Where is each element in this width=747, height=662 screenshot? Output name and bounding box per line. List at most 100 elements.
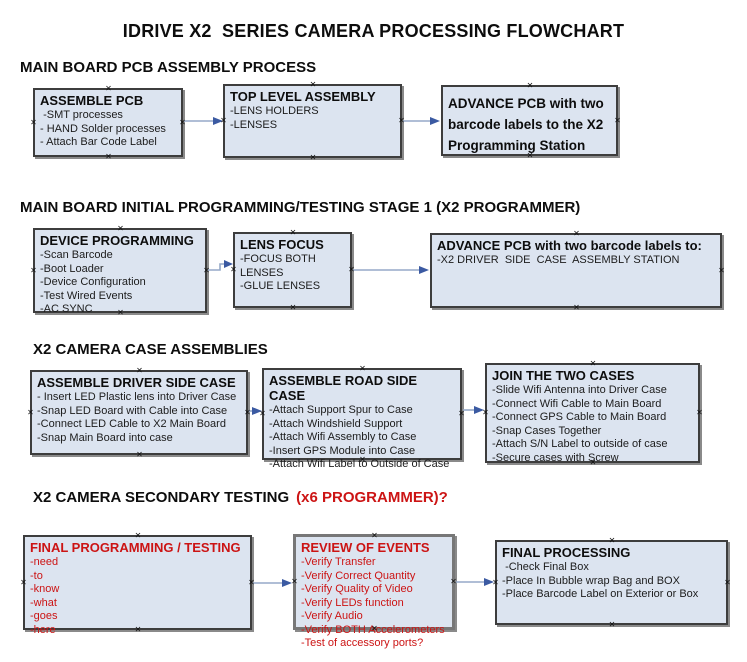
box-item: -Verify Audio (301, 610, 363, 622)
box-title: ASSEMBLE ROAD SIDE CASE (269, 373, 421, 403)
connector-handle-icon (247, 578, 256, 587)
box-title: FINAL PROCESSING (502, 545, 631, 560)
connector-handle-icon (289, 303, 298, 312)
heading-red-part: (x6 PROGRAMMER)? (296, 489, 448, 506)
box-title: ASSEMBLE DRIVER SIDE CASE (37, 375, 236, 390)
connector-handle-icon (219, 116, 228, 125)
connector-handle-icon (104, 84, 113, 93)
box-item: -Snap Cases Together (492, 424, 602, 437)
box-item: -Verify LEDs function (301, 596, 404, 609)
box-item: -Scan Barcode (40, 249, 113, 261)
flow-box-assemble-road-side-case: ASSEMBLE ROAD SIDE CASE -Attach Support … (262, 368, 462, 470)
connector-handle-icon (723, 578, 732, 587)
flow-box-final-programming-testing: FINAL PROGRAMMING / TESTING -need -to -k… (23, 535, 252, 636)
flow-box-advance-pcb-programming-station: ADVANCE PCB with two barcode labels to t… (441, 85, 618, 156)
connector-handle-icon (178, 118, 187, 127)
box-title: JOIN THE TWO CASES (492, 368, 635, 383)
connector-handle-icon (526, 81, 535, 90)
box-item: -here (30, 623, 56, 636)
box-title: FINAL PROGRAMMING / TESTING (30, 540, 241, 555)
connector-handle-icon (370, 531, 379, 540)
box-item: -AC SYNC (40, 303, 93, 315)
flow-box-lens-focus: LENS FOCUS -FOCUS BOTH LENSES -GLUE LENS… (233, 232, 352, 308)
flow-arrow (353, 266, 429, 274)
box-item: -LENSES (230, 118, 278, 131)
connector-handle-icon (572, 229, 581, 238)
box-item: -Place Barcode Label on Exterior or Box (502, 588, 699, 600)
connector-handle-icon (457, 409, 466, 418)
connector-handle-icon (134, 625, 143, 634)
flow-box-assemble-pcb: ASSEMBLE PCB -SMT processes - HAND Solde… (33, 88, 183, 157)
connector-handle-icon (717, 266, 726, 275)
section-heading-secondary-testing: X2 CAMERA SECONDARY TESTING (x6 PROGRAMME… (33, 489, 448, 506)
box-item: -goes (30, 610, 58, 622)
box-item: -know (30, 583, 60, 595)
box-title: ADVANCE PCB with two barcode labels to: (437, 238, 702, 253)
box-item: - Insert LED Plastic lens into Driver Ca… (37, 391, 237, 403)
section-heading-initial-programming: MAIN BOARD INITIAL PROGRAMMING/TESTING S… (20, 199, 581, 216)
box-item: -Test Wired Events (40, 289, 133, 302)
connector-handle-icon (589, 458, 598, 467)
connector-handle-icon (613, 116, 622, 125)
connector-handle-icon (491, 578, 500, 587)
box-item: -Verify Correct Quantity (301, 569, 416, 582)
section-heading-pcb-assembly: MAIN BOARD PCB ASSEMBLY PROCESS (20, 59, 317, 76)
flow-arrow (403, 117, 440, 125)
box-title: REVIEW OF EVENTS (301, 540, 430, 555)
connector-handle-icon (309, 80, 318, 89)
box-item: -FOCUS BOTH LENSES (240, 253, 319, 279)
connector-handle-icon (397, 116, 406, 125)
heading-black-part: X2 CAMERA SECONDARY TESTING (33, 489, 290, 506)
connector-handle-icon (449, 577, 458, 586)
box-title: LENS FOCUS (240, 237, 324, 252)
connector-handle-icon (29, 266, 38, 275)
connector-handle-icon (19, 578, 28, 587)
flow-box-device-programming: DEVICE PROGRAMMING -Scan Barcode -Boot L… (33, 228, 207, 315)
box-title: ASSEMBLE PCB (40, 93, 144, 108)
flow-arrow-elbow (208, 260, 233, 271)
box-item: -Connect GPS Cable to Main Board (492, 411, 667, 423)
box-item: -Check Final Box (502, 561, 589, 573)
connector-handle-icon (29, 118, 38, 127)
box-item: -X2 DRIVER SIDE CASE ASSEMBLY STATION (437, 254, 680, 266)
connector-handle-icon (135, 450, 144, 459)
flow-box-assemble-driver-side-case: ASSEMBLE DRIVER SIDE CASE - Insert LED P… (30, 370, 248, 455)
box-item: -Verify BOTH Accelerometers (301, 623, 445, 636)
flow-box-join-the-two-cases: JOIN THE TWO CASES -Slide Wifi Antenna i… (485, 363, 700, 464)
box-item: -Attach Support Spur to Case (269, 404, 413, 416)
connector-handle-icon (481, 408, 490, 417)
connector-handle-icon (309, 153, 318, 162)
connector-handle-icon (116, 308, 125, 317)
box-item: -to (30, 569, 43, 582)
connector-handle-icon (104, 152, 113, 161)
connector-handle-icon (608, 536, 617, 545)
box-item: -what (30, 596, 57, 609)
flow-box-advance-pcb-case-assembly: ADVANCE PCB with two barcode labels to: … (430, 233, 722, 308)
page-title: IDRIVE X2 SERIES CAMERA PROCESSING FLOWC… (122, 21, 625, 41)
box-item: - Attach Bar Code Label (40, 136, 157, 148)
connector-handle-icon (135, 366, 144, 375)
box-item: -Slide Wifi Antenna into Driver Case (492, 384, 667, 396)
box-item: -Boot Loader (40, 262, 104, 275)
connector-handle-icon (358, 364, 367, 373)
box-item: -Connect LED Cable to X2 Main Board (37, 418, 226, 430)
box-item: -Connect Wifi Cable to Main Board (492, 397, 662, 410)
section-heading-case-assemblies: X2 CAMERA CASE ASSEMBLIES (33, 341, 268, 358)
box-item: -LENS HOLDERS (230, 105, 319, 117)
box-item: -SMT processes (40, 109, 123, 121)
box-item: -Test of accessory ports? (301, 637, 424, 649)
connector-handle-icon (358, 455, 367, 464)
connector-handle-icon (526, 151, 535, 160)
connector-handle-icon (608, 620, 617, 629)
box-item: -Place In Bubble wrap Bag and BOX (502, 574, 680, 587)
connector-handle-icon (202, 266, 211, 275)
box-item: -Verify Transfer (301, 556, 376, 568)
connector-handle-icon (695, 408, 704, 417)
box-item: -Attach Wifi Label to Outside of Case (269, 458, 450, 470)
flow-arrow (184, 117, 223, 125)
box-item: -Snap Main Board into case (37, 431, 173, 444)
box-item: -Attach S/N Label to outside of case (492, 438, 668, 450)
flow-box-final-processing: FINAL PROCESSING -Check Final Box -Place… (495, 540, 728, 625)
box-item: -need (30, 556, 59, 568)
